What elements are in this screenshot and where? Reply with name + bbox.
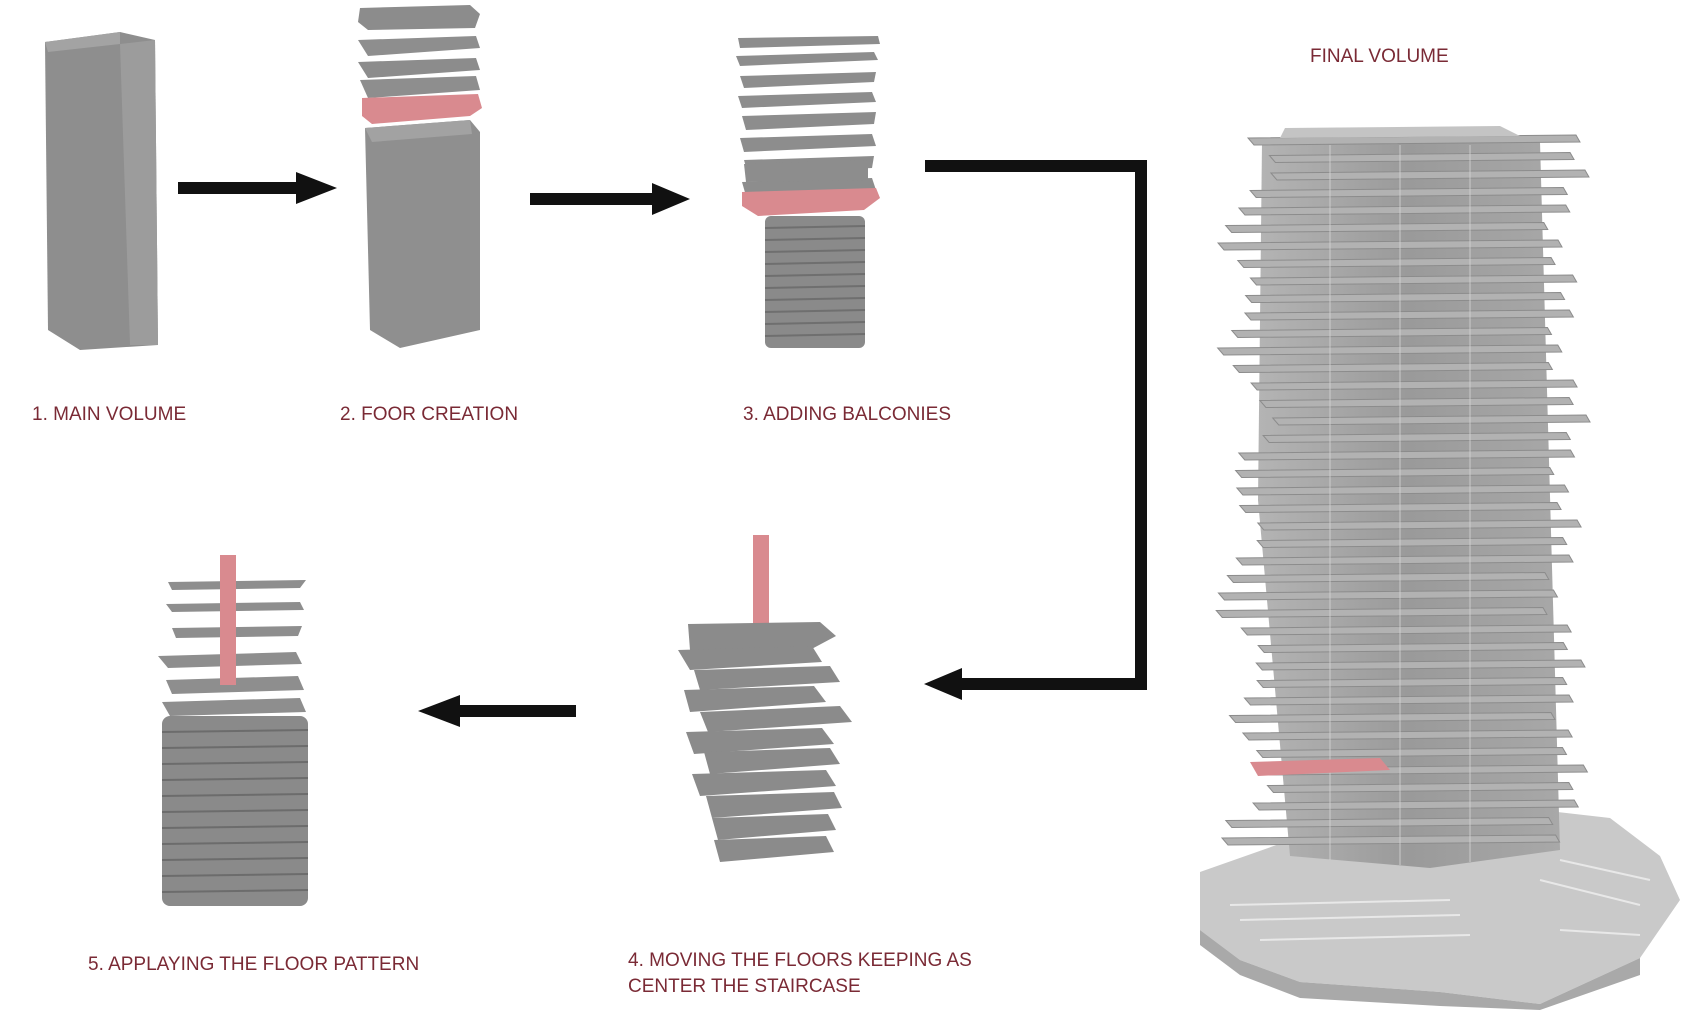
step4-label-line2: CENTER THE STAIRCASE <box>628 976 861 997</box>
step1-label: 1. MAIN VOLUME <box>32 404 186 425</box>
step2-label: 2. FOOR CREATION <box>340 404 518 425</box>
final-floor-slab <box>1262 431 1572 444</box>
arrow-step4-to-5 <box>418 695 576 727</box>
final-floor-slab <box>1228 711 1556 724</box>
final-floor-slab <box>1243 309 1575 321</box>
step4-label-line1: 4. MOVING THE FLOORS KEEPING AS <box>628 950 972 971</box>
final-floor-slab <box>1234 466 1555 479</box>
final-floor-slab <box>1271 414 1591 426</box>
final-floor-slab <box>1266 781 1574 794</box>
final-floor-slab <box>1256 676 1568 689</box>
final-volume-label: FINAL VOLUME <box>1310 46 1449 67</box>
final-floor-slab <box>1251 799 1580 811</box>
final-floor-slab <box>1217 589 1559 601</box>
final-volume-tower <box>1200 126 1680 1010</box>
step2-floor-creation <box>358 5 482 348</box>
final-floor-slab <box>1235 554 1574 566</box>
final-floor-slab <box>1244 291 1566 304</box>
final-floor-slab <box>1256 519 1582 531</box>
final-floor-slab <box>1250 379 1578 391</box>
final-floor-slab <box>1224 816 1554 829</box>
final-floor-slab <box>1220 834 1561 846</box>
final-floor-slab <box>1241 729 1573 741</box>
final-floor-slab <box>1243 694 1574 706</box>
final-floor-slab <box>1240 624 1573 636</box>
final-floor-slab <box>1255 659 1586 671</box>
final-floor-slab <box>1216 239 1563 251</box>
step3-adding-balconies <box>736 36 880 348</box>
final-floor-slab <box>1249 274 1578 286</box>
final-floor-slab <box>1226 571 1550 584</box>
final-floor-slab <box>1237 204 1571 216</box>
final-floor-slab <box>1255 746 1568 759</box>
final-floor-slab <box>1230 326 1553 339</box>
final-floor-slab <box>1256 536 1568 549</box>
step4-moving-floors <box>678 535 852 862</box>
arrow-step1-to-2 <box>178 172 337 204</box>
step5-label: 5. APPLAYING THE FLOOR PATTERN <box>88 954 419 975</box>
step1-main-volume <box>45 32 158 350</box>
final-floor-slab <box>1237 449 1576 461</box>
final-floor-slab <box>1232 361 1554 374</box>
final-floor-slab <box>1257 641 1569 654</box>
final-floor-slab <box>1269 169 1590 181</box>
final-floor-slab <box>1215 606 1548 619</box>
step3-label: 3. ADDING BALCONIES <box>743 404 951 425</box>
final-floor-slab <box>1216 344 1563 356</box>
final-floor-slab <box>1258 396 1574 409</box>
final-floor-slab <box>1224 221 1549 234</box>
final-floor-slab <box>1249 186 1569 199</box>
final-floor-slab <box>1236 256 1556 269</box>
step5-floor-pattern <box>158 555 309 906</box>
final-floor-slab <box>1235 484 1570 496</box>
arrow-step3-to-4 <box>924 160 1147 700</box>
arrow-step2-to-3 <box>530 183 690 215</box>
